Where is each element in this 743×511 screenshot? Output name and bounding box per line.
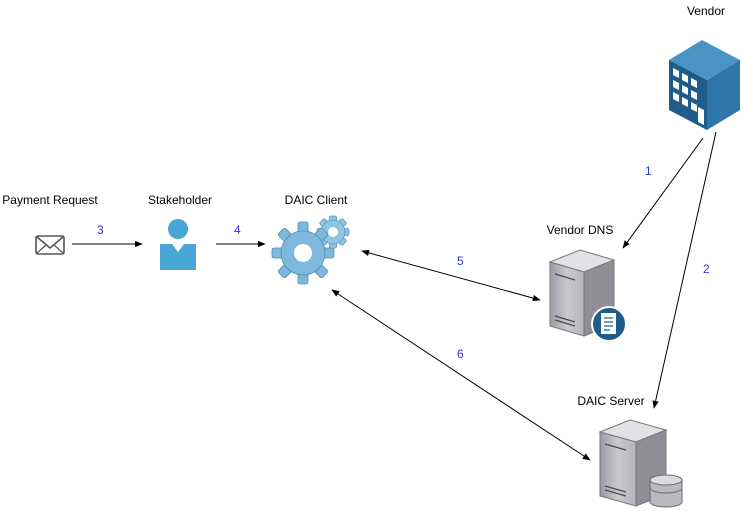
- edge-2-label: 2: [703, 262, 710, 276]
- edge-3: 3: [72, 223, 143, 248]
- gears-icon: [271, 215, 350, 285]
- daic-client-label: DAIC Client: [285, 193, 348, 207]
- node-vendor[interactable]: Vendor: [669, 4, 740, 130]
- edge-5-label: 5: [457, 254, 464, 268]
- node-daic-client[interactable]: DAIC Client: [271, 193, 350, 285]
- node-stakeholder[interactable]: Stakeholder: [148, 193, 212, 270]
- payment-request-label: Payment Request: [2, 193, 98, 207]
- office-building-icon: [669, 40, 740, 130]
- dns-server-icon: [548, 249, 627, 342]
- edge-6: 6: [331, 289, 591, 461]
- database-server-icon: [598, 419, 683, 508]
- edge-4-label: 4: [234, 223, 241, 237]
- edge-1: 1: [622, 137, 704, 249]
- person-icon: [160, 219, 196, 270]
- edge-4: 4: [216, 223, 266, 248]
- vendor-dns-label: Vendor DNS: [547, 223, 614, 237]
- document-badge-icon: [591, 306, 627, 342]
- stakeholder-label: Stakeholder: [148, 193, 212, 207]
- edge-2: 2: [652, 131, 717, 409]
- edge-1-label: 1: [645, 164, 652, 178]
- edge-3-label: 3: [97, 223, 104, 237]
- node-daic-server[interactable]: DAIC Server: [577, 394, 683, 508]
- database-cylinder-icon: [649, 474, 683, 508]
- edge-6-label: 6: [457, 347, 464, 361]
- node-vendor-dns[interactable]: Vendor DNS: [547, 223, 627, 342]
- daic-server-label: DAIC Server: [577, 394, 644, 408]
- vendor-label: Vendor: [687, 4, 725, 18]
- envelope-icon: [35, 235, 65, 255]
- node-payment-request[interactable]: Payment Request: [2, 193, 98, 255]
- edge-5: 5: [361, 249, 541, 302]
